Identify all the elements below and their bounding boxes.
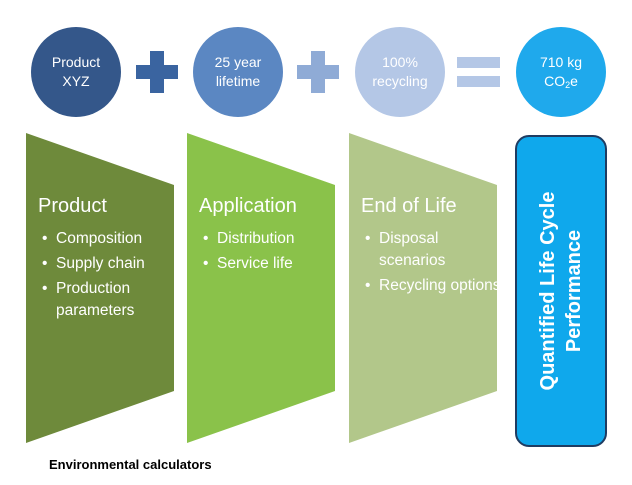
result-label: Quantified Life Cycle Performance [535,141,587,441]
stage-bullet: Production parameters [38,278,178,322]
circle-label-line2: CO2e [544,73,578,90]
stage-bullet-list: Disposal scenarios Recycling options [361,228,501,297]
result-line2: Performance [563,229,585,353]
stage-bullet: Supply chain [38,253,178,275]
circle-label-line2: lifetime [215,73,261,89]
stage-application-chevron: Application Distribution Service life [187,133,335,443]
stage-title: End of Life [361,195,457,217]
stage-title: Product [38,195,107,217]
plus-icon [297,51,339,93]
quantified-performance-box: Quantified Life Cycle Performance [515,135,607,447]
stage-end-of-life-chevron: End of Life Disposal scenarios Recycling… [349,133,500,443]
plus-icon [136,51,178,93]
stage-title: Application [199,195,297,217]
stage-product-chevron: Product Composition Supply chain Product… [26,133,174,443]
lifetime-circle: 25 year lifetime [193,27,283,117]
result-line1: Quantified Life Cycle [537,191,559,391]
product-xyz-circle: Product XYZ [31,27,121,117]
stage-bullet-list: Distribution Service life [199,228,339,275]
circle-label-line2: recycling [372,73,428,89]
chevron-shape [187,133,335,443]
stage-bullet: Composition [38,228,178,250]
circle-label-line1: 25 year [214,54,262,70]
circle-label-line1: Product [51,54,101,70]
stage-bullet: Recycling options [361,275,501,297]
circle-label-line1: 100% [382,54,418,70]
diagram-caption: Environmental calculators [49,457,212,472]
equals-icon [457,57,500,87]
recycling-circle: 100% recycling [355,27,445,117]
circle-label-line2: XYZ [62,73,90,89]
stage-bullet: Distribution [199,228,339,250]
stage-bullet-list: Composition Supply chain Production para… [38,228,178,322]
stage-bullet: Disposal scenarios [361,228,501,272]
circle-label-line1: 710 kg [539,54,583,70]
co2-result-circle: 710 kg CO2e [516,27,606,117]
stage-bullet: Service life [199,253,339,275]
